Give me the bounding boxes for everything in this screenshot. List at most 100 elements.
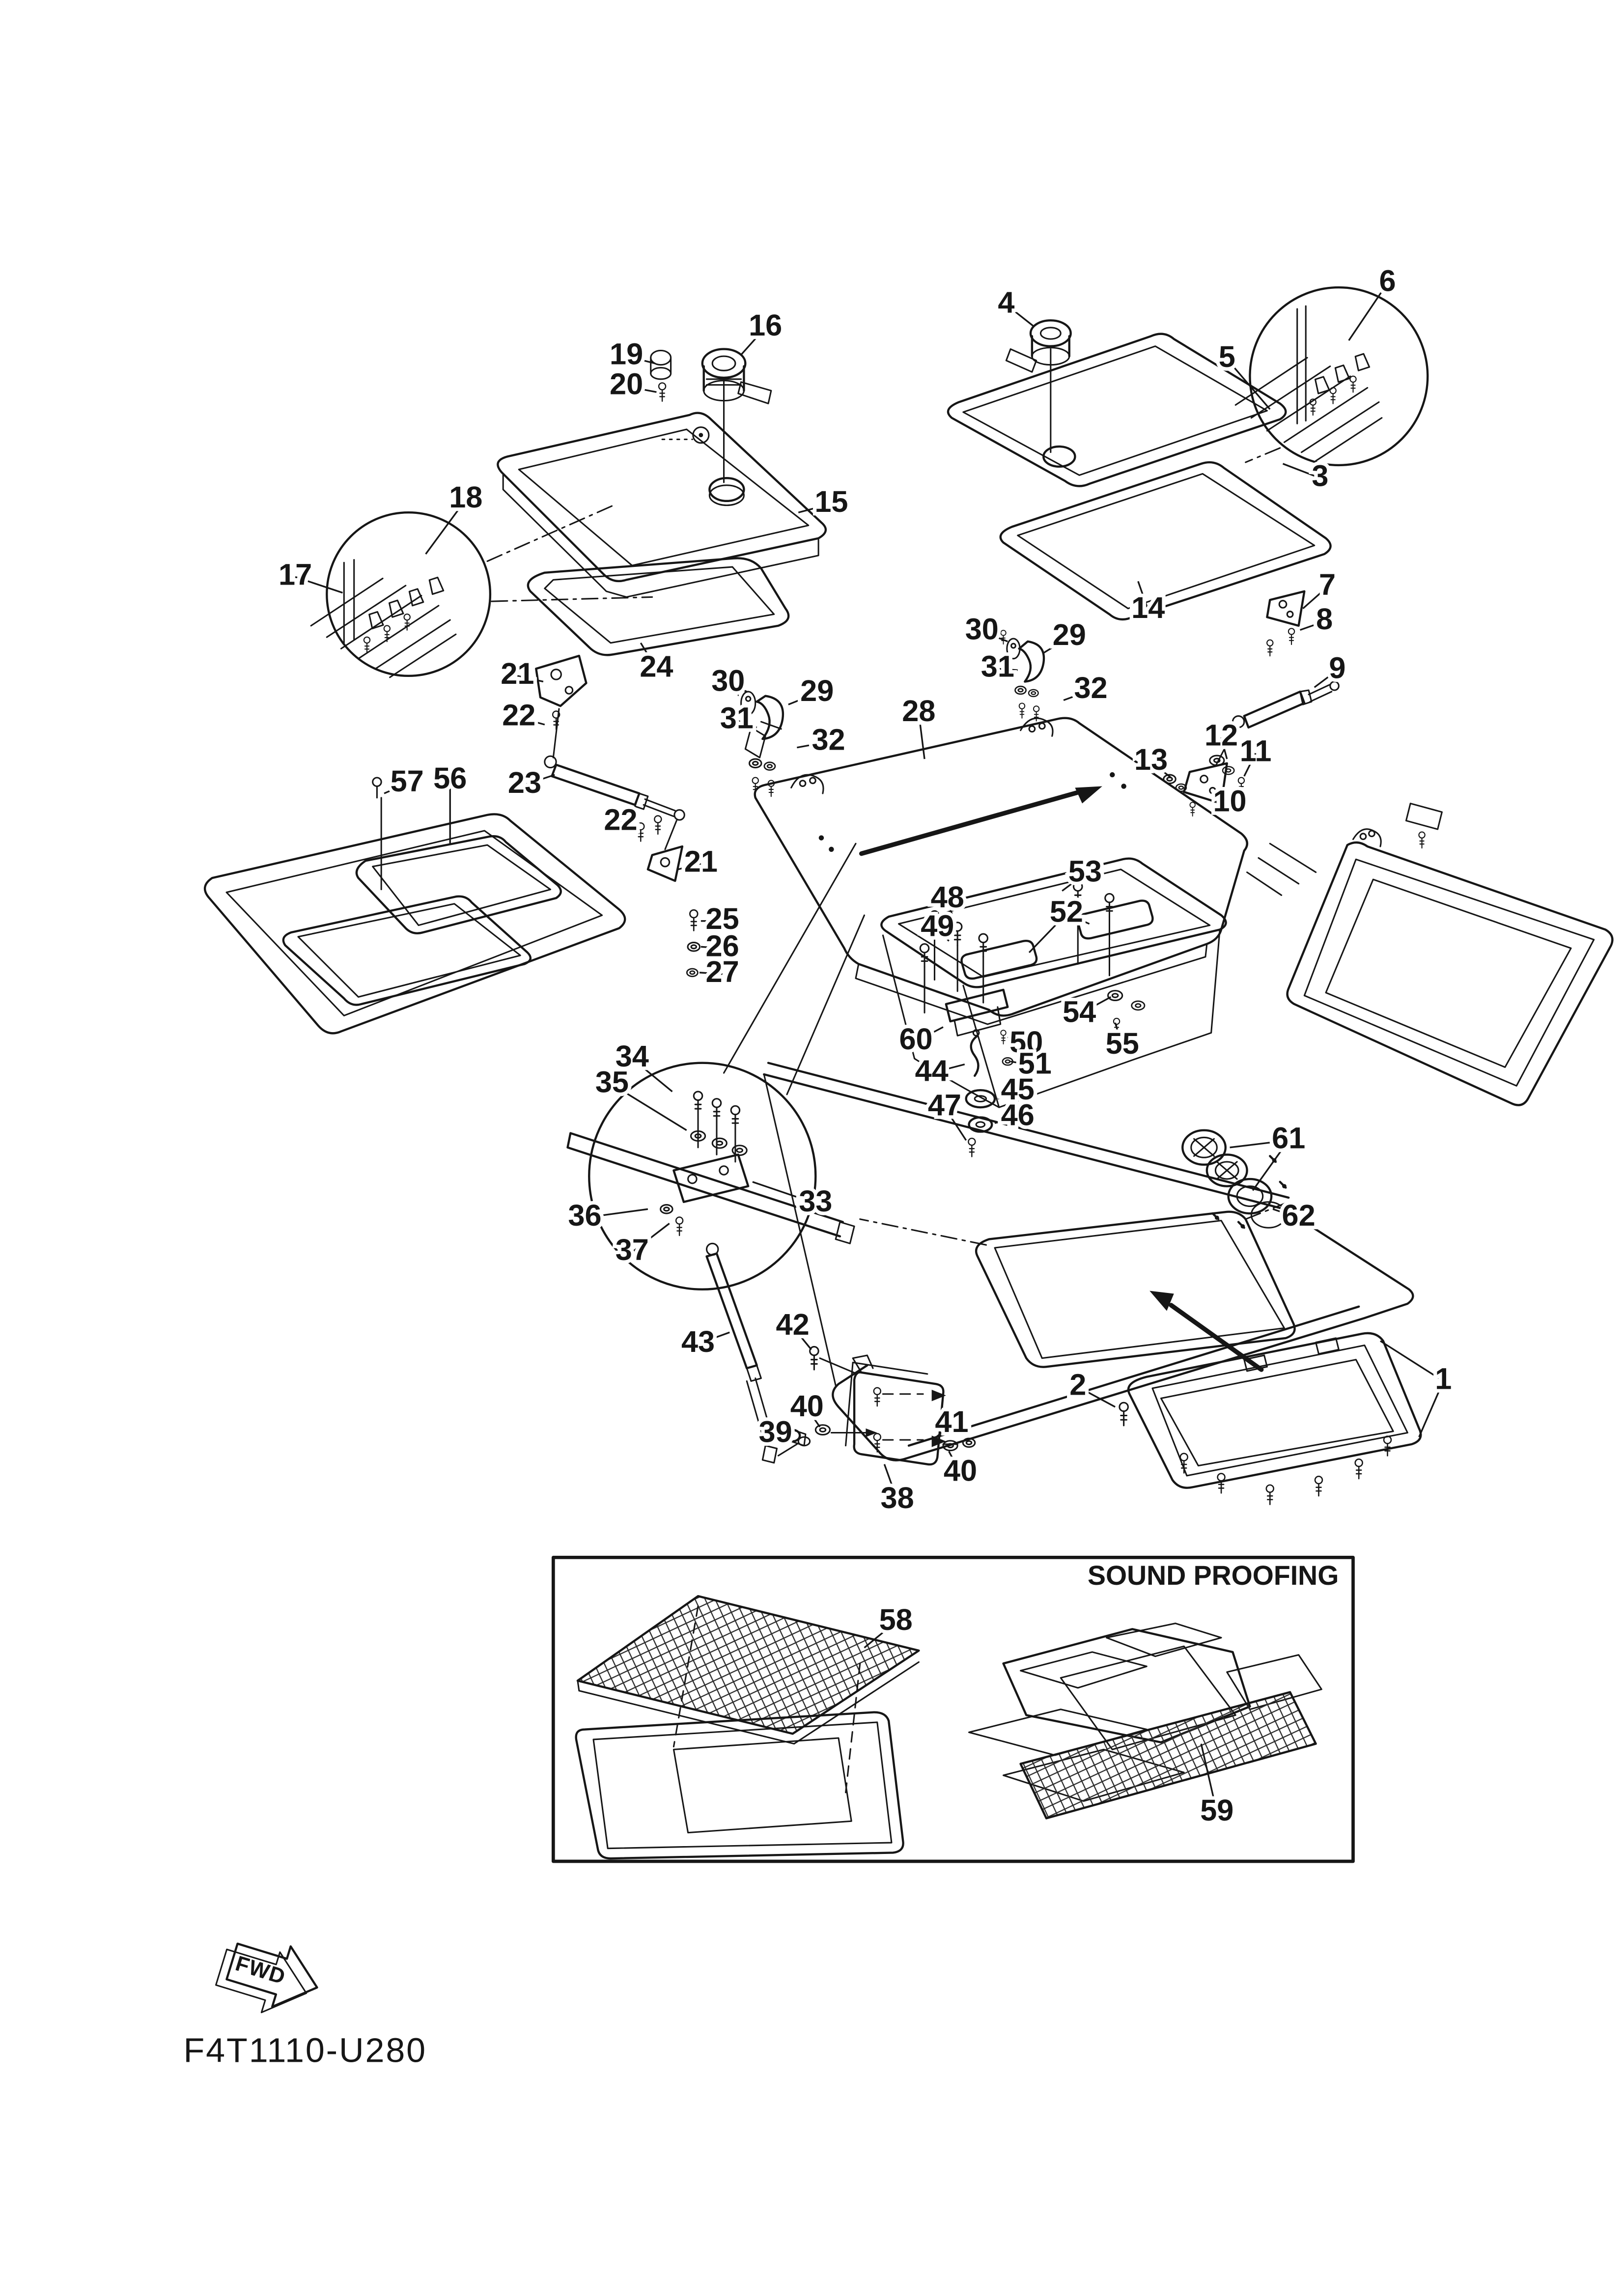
leader-line-11 bbox=[1243, 753, 1257, 777]
part-label-60-42: 60 bbox=[899, 1022, 932, 1056]
leader-line-57 bbox=[384, 783, 408, 794]
leader-lines bbox=[295, 282, 1444, 1813]
part-label-48-40: 48 bbox=[931, 880, 964, 914]
sound-proofing-inset: SOUND PROOFING bbox=[551, 1556, 1355, 1863]
detail-circle-5-6 bbox=[1234, 286, 1429, 467]
leader-line-1 bbox=[1380, 1340, 1444, 1382]
part-label-40-63: 40 bbox=[944, 1454, 977, 1487]
strut-43-bracket-38 bbox=[705, 1242, 976, 1466]
leader-line-40 bbox=[948, 1451, 961, 1474]
part-label-22-20: 22 bbox=[502, 699, 535, 732]
foam-59 bbox=[968, 1623, 1322, 1820]
part-label-31-17: 31 bbox=[981, 649, 1014, 683]
crossbar-detail-circle bbox=[566, 842, 866, 1290]
part-label-31-25: 31 bbox=[720, 701, 754, 734]
part-label-36-53: 36 bbox=[568, 1199, 601, 1232]
leader-line-19 bbox=[626, 355, 655, 365]
leader-line-62 bbox=[1272, 1208, 1299, 1219]
leader-line-22 bbox=[620, 821, 640, 833]
part-label-4-3: 4 bbox=[998, 285, 1014, 319]
leader-line-21 bbox=[517, 675, 544, 683]
part-label-37-54: 37 bbox=[616, 1233, 649, 1266]
leader-line-16 bbox=[740, 327, 766, 356]
part-label-43-58: 43 bbox=[681, 1325, 715, 1358]
leader-line-20 bbox=[626, 385, 657, 393]
part-label-47-48: 47 bbox=[928, 1088, 961, 1122]
leader-line-29 bbox=[788, 692, 817, 705]
leader-line-36 bbox=[585, 1208, 648, 1219]
leader-line-32 bbox=[797, 741, 829, 749]
part-label-45-46: 45 bbox=[1001, 1072, 1035, 1106]
part-label-22-33: 22 bbox=[604, 803, 637, 837]
fasteners-25-26-27 bbox=[686, 909, 701, 978]
leader-line-61 bbox=[1252, 1140, 1289, 1191]
part-label-14-10: 14 bbox=[1131, 591, 1165, 624]
hook-cluster-right bbox=[1000, 630, 1045, 722]
leader-line-60 bbox=[915, 1026, 944, 1042]
leader-line-59 bbox=[1200, 1743, 1218, 1813]
part-label-34-51: 34 bbox=[616, 1039, 649, 1073]
part-label-59-68: 59 bbox=[1200, 1794, 1233, 1827]
top-cowl-plate-15 bbox=[497, 412, 827, 598]
part-label-52-39: 52 bbox=[1050, 895, 1083, 928]
leader-line-9 bbox=[1314, 669, 1338, 688]
seal-24 bbox=[527, 557, 790, 656]
part-label-21-34: 21 bbox=[684, 844, 718, 878]
lower-pan bbox=[763, 1062, 1414, 1461]
part-label-1-66: 1 bbox=[1435, 1362, 1452, 1396]
part-label-5-5: 5 bbox=[1219, 340, 1235, 373]
bushing-19 bbox=[650, 349, 672, 380]
part-label-56-32: 56 bbox=[433, 761, 467, 795]
part-label-2-65: 2 bbox=[1069, 1368, 1086, 1401]
part-label-29-24: 29 bbox=[800, 674, 834, 707]
part-label-16-2: 16 bbox=[749, 309, 782, 342]
leader-line-4 bbox=[1006, 304, 1034, 327]
part-label-61-56: 61 bbox=[1272, 1121, 1305, 1154]
leader-line-8 bbox=[1299, 620, 1325, 631]
part-label-10-30: 10 bbox=[1213, 785, 1246, 818]
leader-line-46 bbox=[994, 1116, 1018, 1124]
leader-line-15 bbox=[798, 503, 832, 513]
leader-line-37 bbox=[631, 1223, 670, 1253]
leader-line-55 bbox=[1114, 1022, 1123, 1046]
leader-line-39 bbox=[775, 1433, 793, 1439]
part-label-30-23: 30 bbox=[711, 664, 745, 698]
part-label-23-21: 23 bbox=[508, 766, 541, 799]
leader-line-52 bbox=[1028, 913, 1067, 954]
part-label-32-18: 32 bbox=[1074, 671, 1107, 704]
part-label-41-62: 41 bbox=[935, 1405, 968, 1438]
leader-line-40 bbox=[806, 1407, 821, 1428]
leader-line-26 bbox=[700, 946, 723, 949]
part-label-19-0: 19 bbox=[610, 337, 643, 370]
part-label-6-4: 6 bbox=[1379, 264, 1396, 298]
leader-line-35 bbox=[612, 1084, 687, 1131]
leader-line-48 bbox=[947, 899, 954, 919]
leader-line-10 bbox=[1216, 791, 1231, 804]
leader-line-18 bbox=[425, 499, 467, 555]
part-label-25-35: 25 bbox=[706, 902, 739, 935]
part-label-57-31: 57 bbox=[391, 764, 424, 798]
part-label-44-43: 44 bbox=[915, 1054, 949, 1087]
leader-line-23 bbox=[524, 774, 555, 786]
part-label-38-64: 38 bbox=[881, 1481, 914, 1515]
right-strut-set bbox=[1163, 590, 1340, 817]
leader-line-42 bbox=[792, 1326, 812, 1350]
leader-line-12 bbox=[1220, 737, 1228, 759]
leader-line-30 bbox=[728, 682, 747, 693]
part-label-50-44: 50 bbox=[1009, 1025, 1043, 1059]
part-label-21-19: 21 bbox=[501, 657, 534, 690]
leader-line-45 bbox=[997, 1091, 1018, 1100]
leader-line-34 bbox=[631, 1058, 673, 1093]
part-label-26-36: 26 bbox=[706, 929, 739, 962]
leader-line-58 bbox=[864, 1621, 896, 1649]
part-label-39-60: 39 bbox=[759, 1415, 792, 1449]
hook-cluster-left bbox=[735, 681, 784, 797]
leader-line-52 bbox=[1066, 913, 1090, 925]
fwd-arrow: FWD bbox=[215, 1942, 318, 2014]
leader-line-49 bbox=[937, 927, 950, 942]
part-label-17-9: 17 bbox=[279, 558, 312, 591]
part-label-58-67: 58 bbox=[879, 1603, 913, 1636]
part-label-9-14: 9 bbox=[1329, 651, 1345, 684]
